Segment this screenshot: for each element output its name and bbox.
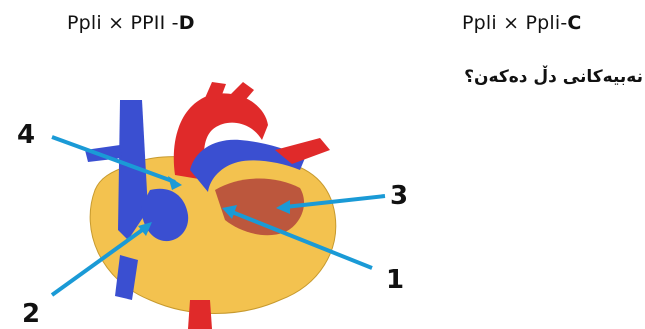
label-1: 1 — [386, 265, 404, 295]
option-d-letter: D — [179, 12, 195, 34]
lower-vessel — [188, 300, 212, 329]
option-d[interactable]: Ppli × PPII -D — [67, 12, 194, 34]
heart-diagram: 4 3 2 1 — [0, 80, 645, 329]
option-c-text: Ppli × Ppli- — [462, 12, 567, 34]
label-2: 2 — [22, 299, 40, 329]
label-4: 4 — [17, 120, 35, 150]
option-d-text: Ppli × PPII - — [67, 12, 179, 34]
label-3: 3 — [390, 181, 408, 211]
option-c-letter: C — [567, 12, 581, 34]
option-c[interactable]: Ppli × Ppli-C — [462, 12, 581, 34]
